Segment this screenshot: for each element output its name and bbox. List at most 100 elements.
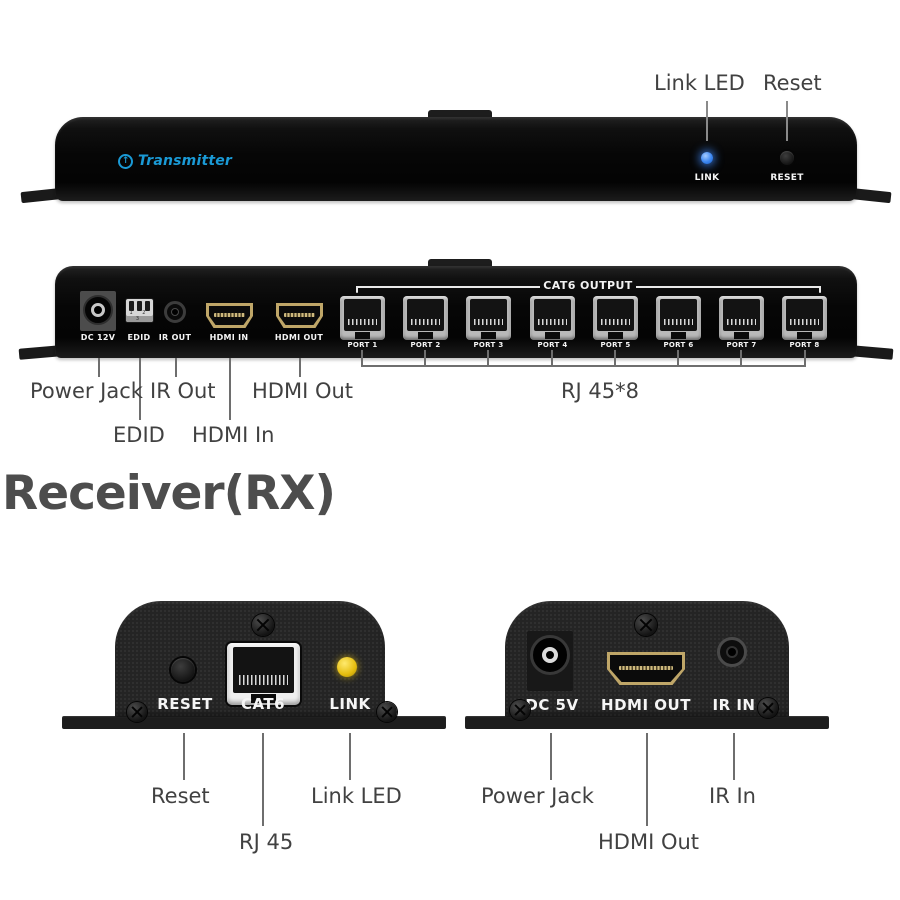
- dc-12v-pin-hole: [91, 303, 105, 317]
- cat6-bracket-hook-left: [356, 286, 358, 293]
- cat6-bracket-right: [636, 286, 821, 288]
- leader-rj45-7: [740, 350, 742, 366]
- dip-switch-2: [137, 301, 142, 311]
- rx-hdmi-out-port: [607, 652, 685, 685]
- rj45-port-8: [782, 296, 827, 340]
- edid-dip-switch: 1 2 3: [126, 299, 153, 322]
- rx-cat6-label: CAT6: [240, 695, 286, 713]
- leader-line-reset: [786, 101, 788, 141]
- callout-rx-link-led: Link LED: [311, 784, 402, 808]
- rx-dc-jack: [527, 631, 573, 691]
- hdmi-out-label-tx: HDMI OUT: [274, 333, 324, 342]
- reset-button-label: RESET: [770, 173, 804, 183]
- rx-dc-label: DC 5V: [525, 696, 579, 714]
- reset-button: [780, 151, 794, 165]
- tx-back-top-notch: [428, 259, 492, 269]
- rj45-port-7: [719, 296, 764, 340]
- rx-ir-in-hole: [726, 646, 738, 658]
- cat6-bracket-hook-right: [819, 286, 821, 293]
- link-led-label: LINK: [694, 173, 720, 183]
- leader-rj45-2: [424, 350, 426, 366]
- receiver-front-panel: RESET CAT6 LINK: [115, 601, 397, 722]
- screw-icon-top-2: [635, 614, 657, 636]
- power-arrow-icon: ↑: [118, 153, 133, 169]
- rj45-port-6-label: PORT 6: [663, 341, 694, 349]
- rj45-port-5-label: PORT 5: [600, 341, 631, 349]
- rj45-port-3: [466, 296, 511, 340]
- leader-rx-rj45: [262, 733, 264, 826]
- rx-reset-label: RESET: [157, 695, 213, 713]
- callout-edid: EDID: [113, 423, 165, 447]
- dc-12v-jack: [80, 291, 116, 331]
- transmitter-brand: ↑ Transmitter: [118, 153, 232, 169]
- dc-12v-barrel: [83, 295, 113, 325]
- screw-icon-bottom-right-2: [758, 698, 778, 718]
- leader-hdmi-out-tx: [299, 358, 301, 377]
- receiver-back-panel: DC 5V HDMI OUT IR IN: [505, 601, 789, 720]
- rx-cat6-port: [227, 643, 300, 705]
- leader-rj45-bus: [361, 365, 806, 367]
- rj45-port-2: [403, 296, 448, 340]
- rj45-port-8-label: PORT 8: [789, 341, 820, 349]
- leader-rj45-4: [551, 350, 553, 366]
- ir-out-label: IR OUT: [158, 333, 192, 342]
- rj45-port-5: [593, 296, 638, 340]
- leader-power-jack-tx: [98, 358, 100, 377]
- hdmi-in-label: HDMI IN: [209, 333, 249, 342]
- callout-ir-out: IR Out: [150, 379, 216, 403]
- transmitter-front-panel: ↑ Transmitter LINK RESET: [55, 117, 857, 201]
- leader-rj45-3: [487, 350, 489, 366]
- callout-power-jack-tx: Power Jack: [30, 379, 143, 403]
- rj45-port-1-label: PORT 1: [347, 341, 378, 349]
- rj45-port-2-label: PORT 2: [410, 341, 441, 349]
- leader-ir-out: [175, 358, 177, 377]
- edid-label: EDID: [127, 333, 151, 342]
- dip-switch-numbers: 1 2 3: [129, 310, 150, 322]
- rj45-port-6: [656, 296, 701, 340]
- callout-link-led-top: Link LED: [654, 71, 745, 95]
- callout-rx-hdmi-out: HDMI Out: [598, 830, 700, 854]
- brand-label: Transmitter: [138, 153, 233, 169]
- leader-rx-link-led: [349, 733, 351, 780]
- callout-rx-power-jack: Power Jack: [481, 784, 594, 808]
- leader-rj45-8: [804, 350, 806, 366]
- leader-rj45-5: [614, 350, 616, 366]
- leader-edid: [139, 358, 141, 420]
- ir-out-jack-hole: [171, 308, 179, 316]
- hdmi-in-port: [206, 303, 253, 328]
- rx-dc-pin-hole: [542, 647, 558, 663]
- tx-front-top-notch: [428, 110, 492, 120]
- leader-rx-reset: [183, 733, 185, 780]
- screw-icon-bottom-left: [127, 702, 147, 722]
- screw-icon-top: [252, 614, 274, 636]
- rx-ir-in-jack: [717, 637, 747, 667]
- tx-back-right-foot: [850, 345, 894, 360]
- callout-hdmi-out-tx: HDMI Out: [252, 379, 354, 403]
- screw-icon-bottom-right: [377, 702, 397, 722]
- rj45-port-1: [340, 296, 385, 340]
- callout-rx-reset: Reset: [151, 784, 210, 808]
- rj45-port-3-label: PORT 3: [473, 341, 504, 349]
- callout-rx-ir-in: IR In: [709, 784, 756, 808]
- hdmi-out-port-tx: [276, 303, 323, 328]
- screw-icon-bottom-left-2: [510, 700, 530, 720]
- cat6-bracket-left: [356, 286, 540, 288]
- dc-12v-label: DC 12V: [80, 333, 116, 342]
- dip-switch-3: [145, 301, 150, 311]
- leader-hdmi-in: [229, 358, 231, 420]
- rx-link-label: LINK: [329, 695, 371, 713]
- rx-link-led-indicator: [337, 657, 357, 677]
- callout-hdmi-in: HDMI In: [192, 423, 275, 447]
- rx-front-flange: [62, 716, 446, 729]
- leader-rj45-1: [361, 350, 363, 366]
- receiver-section-title: Receiver(RX): [2, 466, 336, 521]
- cat6-output-label: CAT6 OUTPUT: [543, 279, 633, 292]
- leader-line-link-led: [706, 101, 708, 141]
- rj45-port-7-label: PORT 7: [726, 341, 757, 349]
- rj45-port-4-label: PORT 4: [537, 341, 568, 349]
- rj45-port-4: [530, 296, 575, 340]
- rx-ir-in-label: IR IN: [712, 696, 756, 714]
- rx-hdmi-out-label: HDMI OUT: [601, 696, 691, 714]
- callout-reset-top: Reset: [763, 71, 822, 95]
